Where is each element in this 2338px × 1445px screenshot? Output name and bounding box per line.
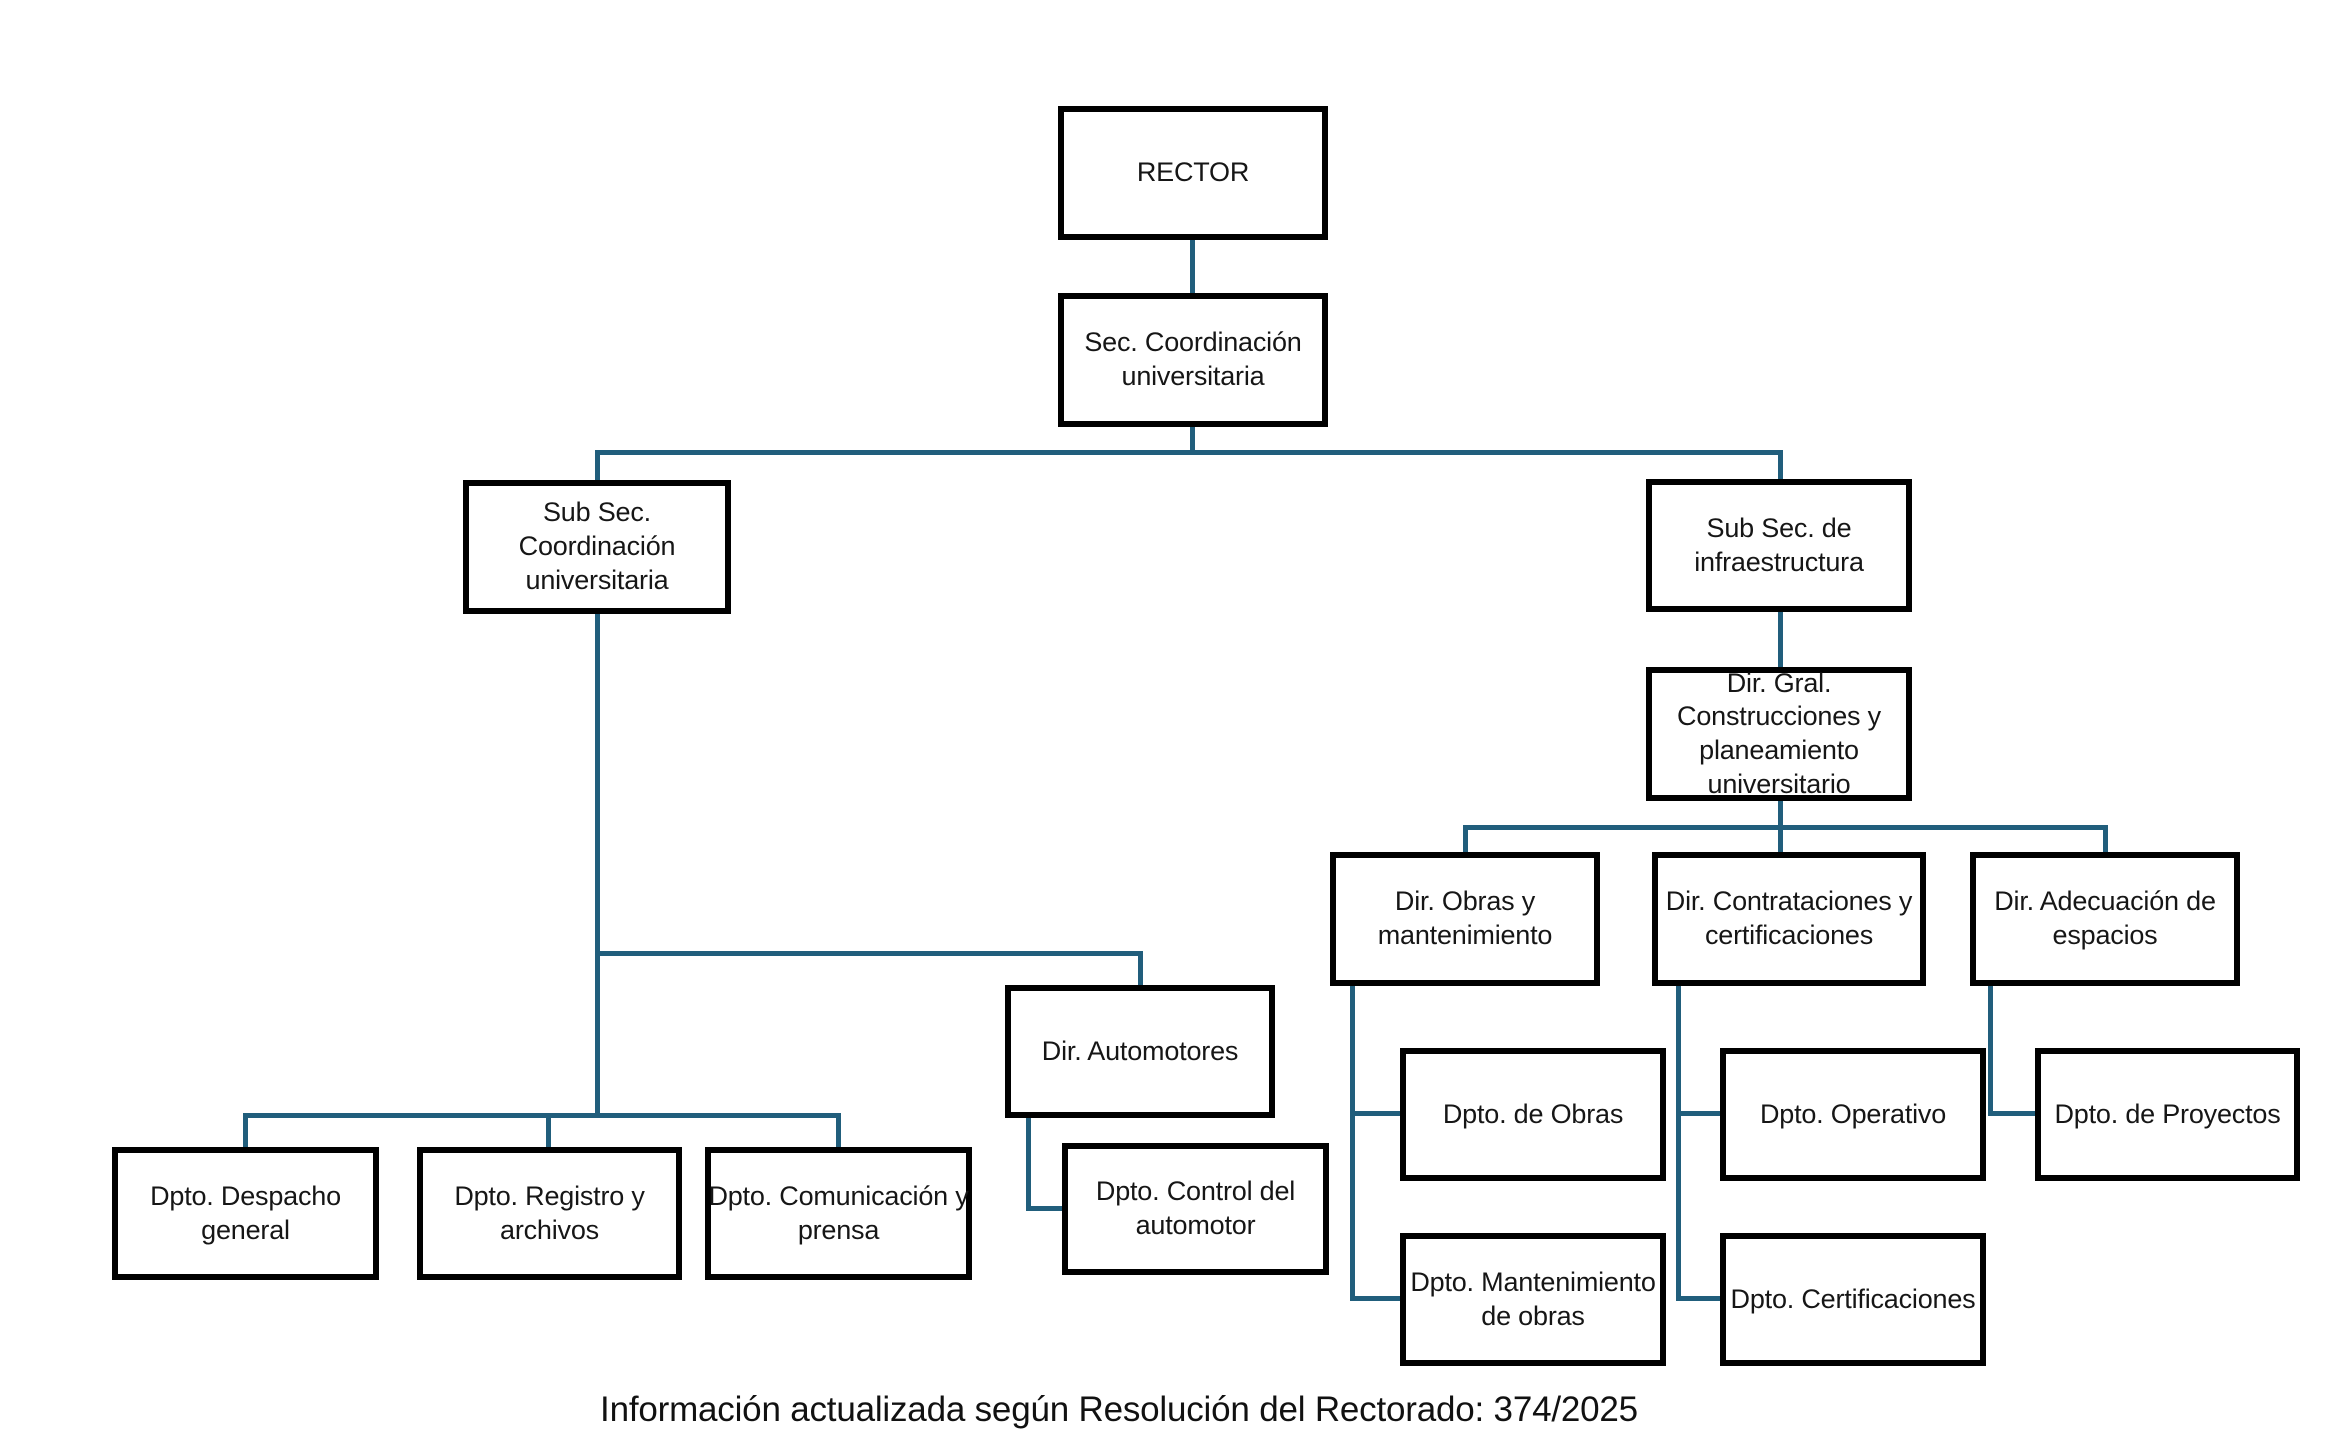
connector-segment bbox=[243, 1113, 248, 1147]
connector-segment bbox=[1988, 1111, 2037, 1116]
connector-segment bbox=[546, 1113, 551, 1147]
org-node-dpto-certificaciones: Dpto. Certificaciones bbox=[1720, 1233, 1986, 1366]
org-node-dpto-mantenimiento-obras: Dpto. Mantenimiento de obras bbox=[1400, 1233, 1666, 1366]
org-node-dpto-control-automotor: Dpto. Control del automotor bbox=[1062, 1143, 1329, 1275]
connector-segment bbox=[1026, 1206, 1064, 1211]
org-node-dir-adecuacion-espacios: Dir. Adecuación de espacios bbox=[1970, 852, 2240, 986]
org-node-dpto-de-obras: Dpto. de Obras bbox=[1400, 1048, 1666, 1181]
org-node-dir-gral-construcciones: Dir. Gral. Construcciones y planeamiento… bbox=[1646, 667, 1912, 801]
footer-note: Información actualizada según Resolución… bbox=[600, 1390, 1638, 1429]
org-node-dir-automotores: Dir. Automotores bbox=[1005, 985, 1275, 1118]
org-node-dpto-registro-archivos: Dpto. Registro y archivos bbox=[417, 1147, 682, 1280]
connector-segment bbox=[1676, 1111, 1722, 1116]
connector-segment bbox=[1350, 986, 1355, 1301]
connector-segment bbox=[595, 450, 600, 480]
connector-segment bbox=[595, 614, 600, 1118]
connector-segment bbox=[595, 450, 1783, 455]
connector-segment bbox=[243, 1113, 841, 1118]
org-node-subsec-infraestructura: Sub Sec. de infraestructura bbox=[1646, 479, 1912, 612]
org-node-dir-obras-mantenimiento: Dir. Obras y mantenimiento bbox=[1330, 852, 1600, 986]
org-node-rector: RECTOR bbox=[1058, 106, 1328, 240]
connector-segment bbox=[1463, 825, 1468, 852]
connector-segment bbox=[1350, 1111, 1402, 1116]
connector-segment bbox=[1676, 1296, 1722, 1301]
connector-segment bbox=[836, 1113, 841, 1147]
org-node-sec-coordinacion: Sec. Coordinación universitaria bbox=[1058, 293, 1328, 427]
connector-segment bbox=[1138, 951, 1143, 985]
connector-segment bbox=[2103, 825, 2108, 852]
connector-segment bbox=[1778, 450, 1783, 480]
connector-segment bbox=[1190, 427, 1195, 452]
org-node-dpto-operativo: Dpto. Operativo bbox=[1720, 1048, 1986, 1181]
org-node-dpto-comunicacion-prensa: Dpto. Comunicación y prensa bbox=[705, 1147, 972, 1280]
connector-segment bbox=[1463, 825, 2108, 830]
connector-segment bbox=[1026, 1118, 1031, 1211]
org-node-dpto-despacho-general: Dpto. Despacho general bbox=[112, 1147, 379, 1280]
org-node-subsec-coordinacion: Sub Sec. Coordinación universitaria bbox=[463, 480, 731, 614]
connector-segment bbox=[595, 951, 1143, 956]
connector-segment bbox=[1988, 986, 1993, 1116]
connector-segment bbox=[1778, 612, 1783, 667]
org-node-dir-contrataciones: Dir. Contrataciones y certificaciones bbox=[1652, 852, 1926, 986]
org-node-dpto-de-proyectos: Dpto. de Proyectos bbox=[2035, 1048, 2300, 1181]
connector-segment bbox=[1676, 986, 1681, 1301]
connector-segment bbox=[1350, 1296, 1402, 1301]
connector-segment bbox=[1190, 240, 1195, 293]
